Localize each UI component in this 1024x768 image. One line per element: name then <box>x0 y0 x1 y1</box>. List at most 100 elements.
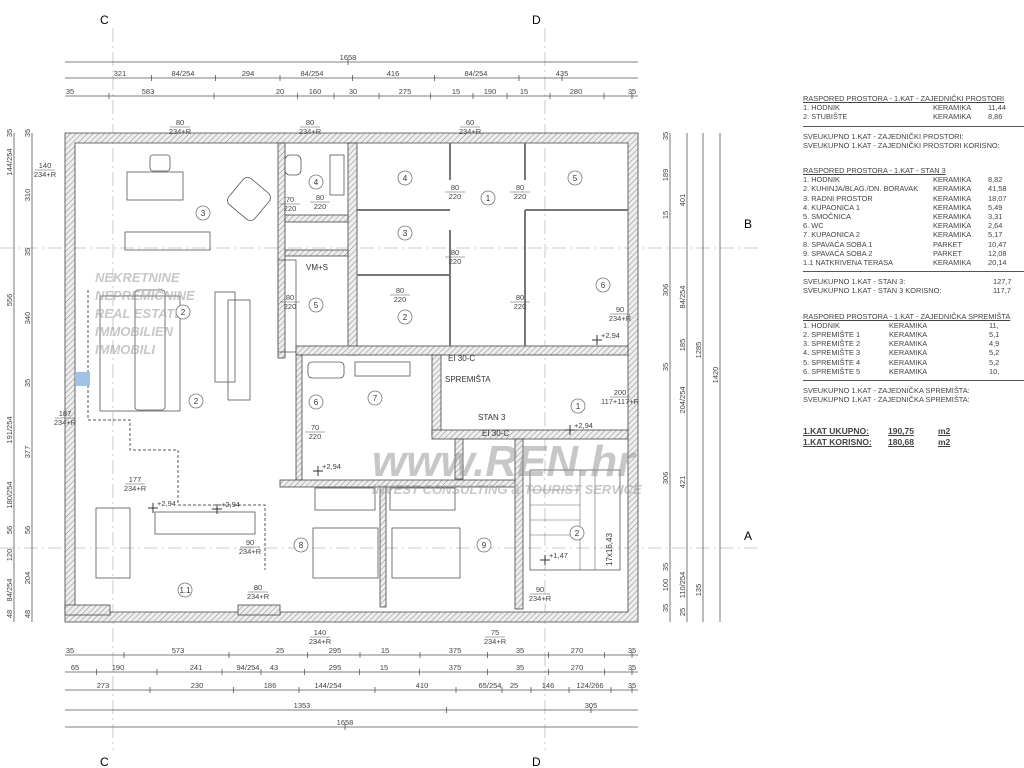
area-value: 3,31 <box>988 212 1003 222</box>
svg-text:7: 7 <box>373 394 378 403</box>
room-number: 1 <box>570 398 586 414</box>
room-name: 1. HODNIK <box>803 320 840 330</box>
dimension-label: 35 <box>628 663 636 672</box>
room-number: 2 <box>397 309 413 325</box>
dimension-label: 120 <box>5 549 14 562</box>
room-number: 2 <box>175 304 191 320</box>
outdoor-kitchen <box>154 511 256 535</box>
room-number-circle <box>177 582 193 598</box>
dimension-label: 1353 <box>294 701 311 710</box>
dimension-label: 56 <box>23 526 32 534</box>
dimension-label: 144/254 <box>314 681 341 690</box>
dimension-label: 191/254 <box>5 416 14 443</box>
svg-text:234+R: 234+R <box>247 592 270 601</box>
dimension-label: 20 <box>276 87 284 96</box>
svg-text:75: 75 <box>491 628 499 637</box>
level-mark: +1,47 <box>540 551 568 565</box>
svg-text:80: 80 <box>286 293 294 302</box>
area-value: 20,14 <box>988 258 1007 268</box>
dimension-label: 306 <box>661 284 670 297</box>
room-name: 8. SPAVAĆA SOBA 1 <box>803 239 873 249</box>
total-unit: m2 <box>938 426 951 437</box>
floor-material: KERAMIKA <box>933 212 972 222</box>
shower <box>329 154 345 196</box>
svg-text:234+R: 234+R <box>609 314 632 323</box>
svg-text:234+R: 234+R <box>459 127 482 136</box>
svg-text:80: 80 <box>516 183 524 192</box>
column-marker <box>76 372 90 386</box>
svg-text:234+R: 234+R <box>124 484 147 493</box>
svg-text:6: 6 <box>601 281 606 290</box>
svg-text:220: 220 <box>449 192 462 201</box>
watermark-line: REAL ESTATE <box>95 306 183 321</box>
total-label: 1.KAT UKUPNO: <box>803 426 869 437</box>
svg-text:2: 2 <box>403 313 408 322</box>
room-name: 7. KUPAONICA 2 <box>803 230 860 240</box>
bed-2 <box>391 527 461 579</box>
room-number-circle <box>569 525 585 541</box>
svg-text:6: 6 <box>314 398 319 407</box>
svg-text:1.1: 1.1 <box>179 586 191 595</box>
room-number: 1.1 <box>177 582 193 598</box>
svg-text:90: 90 <box>536 585 544 594</box>
dimension-label: 305 <box>585 701 598 710</box>
svg-text:80: 80 <box>306 118 314 127</box>
room-number: 3 <box>195 205 211 221</box>
room-number: 9 <box>476 537 492 553</box>
svg-text:220: 220 <box>284 204 297 213</box>
room-name: 5. SMOČNICA <box>803 212 852 222</box>
svg-text:+1,47: +1,47 <box>549 551 568 560</box>
floor-material: KERAMIKA <box>933 202 972 212</box>
dimension-label: 135 <box>694 584 703 597</box>
dimension-label: 189 <box>661 169 670 182</box>
dimension-label: 230 <box>191 681 204 690</box>
room-number-circle <box>308 394 324 410</box>
svg-text:5: 5 <box>573 174 578 183</box>
floor-material: KERAMIKA <box>933 103 972 113</box>
room-number: 6 <box>595 277 611 293</box>
level-mark: +2,94 <box>313 462 341 476</box>
level-marks: +2,94+2,94+2,94+2,94+2,94+1,47 <box>148 331 620 565</box>
sum-label: SVEUKUPNO 1.KAT - STAN 3: <box>803 277 906 287</box>
svg-text:+2,94: +2,94 <box>322 462 341 471</box>
dimension-label: 15 <box>452 87 460 96</box>
svg-text:234+R: 234+R <box>239 547 262 556</box>
dimension-label: 35 <box>628 681 636 690</box>
svg-text:80: 80 <box>316 193 324 202</box>
room-number-circle <box>293 537 309 553</box>
table-title: RASPORED PROSTORA - 1.KAT - STAN 3 <box>803 166 946 176</box>
terrace-boundary <box>87 290 179 505</box>
floor-material: PARKET <box>933 239 963 249</box>
dimension-label: 186 <box>264 681 277 690</box>
room-number-circle <box>397 170 413 186</box>
floor-material: KERAMIKA <box>889 357 928 367</box>
room-number-circle <box>397 309 413 325</box>
svg-text:4: 4 <box>403 174 408 183</box>
svg-text:234+R: 234+R <box>484 637 507 646</box>
room-name: 6. SPREMIŠTE 5 <box>803 366 861 376</box>
table-apartment-3: RASPORED PROSTORA - 1.KAT - STAN 3 1. HO… <box>803 166 1024 296</box>
room-number-circle <box>570 398 586 414</box>
section-marker-c-bottom: C <box>100 755 109 768</box>
total-label: 1.KAT KORISNO: <box>803 437 872 448</box>
dimension-label: 84/254 <box>678 286 687 309</box>
svg-text:220: 220 <box>514 302 527 311</box>
dimension-label: 1285 <box>694 342 703 359</box>
level-mark: +2,94 <box>212 500 240 514</box>
dimension-label: 35 <box>66 87 74 96</box>
dimension-label: 1420 <box>711 367 720 384</box>
watermark: NEKRETNINE NEPREMIČNINE REAL ESTATE IMMO… <box>95 270 642 497</box>
area-value: 12,08 <box>988 248 1007 258</box>
